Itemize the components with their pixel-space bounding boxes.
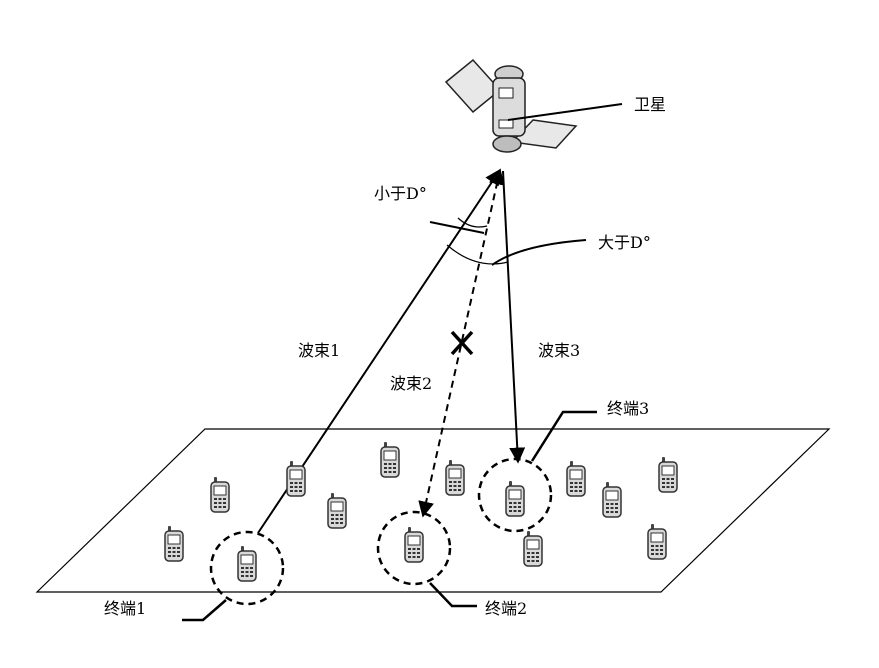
- mobile-phone-icon: [566, 460, 586, 497]
- mobile-phone-icon: [164, 525, 184, 562]
- terminal2-label: 终端2: [485, 599, 527, 618]
- angle-large-leader: [491, 239, 587, 266]
- beam1-label: 波束1: [298, 341, 340, 360]
- terminal3-ring: [477, 457, 553, 533]
- mobile-phone-icon: [286, 460, 306, 497]
- ground-plane: [35, 428, 831, 593]
- mobile-phone-icon: [602, 481, 622, 518]
- mobile-phone-icon: [523, 530, 543, 567]
- terminal1-ring: [209, 530, 285, 606]
- mobile-phone-icon: [237, 545, 257, 582]
- angle-arc-small: [457, 217, 488, 228]
- cross-mark-icon: [450, 330, 474, 356]
- terminal2-leader: [429, 582, 477, 608]
- satellite-leader: [507, 103, 623, 121]
- mobile-phone-icon: [445, 459, 465, 496]
- beam2-label: 波束2: [390, 374, 432, 393]
- mobile-phone-icon: [658, 456, 678, 493]
- mobile-phone-icon: [327, 492, 347, 529]
- mobile-phone-icon: [647, 523, 667, 560]
- angle-arc-large: [446, 244, 509, 265]
- terminal3-leader: [530, 410, 597, 462]
- angle-small-label: 小于D°: [374, 184, 427, 203]
- angle-large-label: 大于D°: [598, 233, 651, 252]
- mobile-phone-icon: [505, 480, 525, 517]
- angle-small-leader: [429, 221, 485, 234]
- mobile-phone-icon: [210, 476, 230, 513]
- terminal1-label: 终端1: [104, 599, 146, 618]
- mobile-phone-icon: [380, 441, 400, 478]
- mobile-phone-icon: [404, 526, 424, 563]
- satellite-icon: [444, 58, 578, 153]
- satellite-label: 卫星: [634, 95, 666, 114]
- beam3-label: 波束3: [538, 341, 580, 360]
- terminal2-ring: [376, 510, 452, 586]
- terminal1-leader: [182, 599, 227, 622]
- beam3-line: [502, 170, 526, 464]
- terminal3-label: 终端3: [607, 399, 649, 418]
